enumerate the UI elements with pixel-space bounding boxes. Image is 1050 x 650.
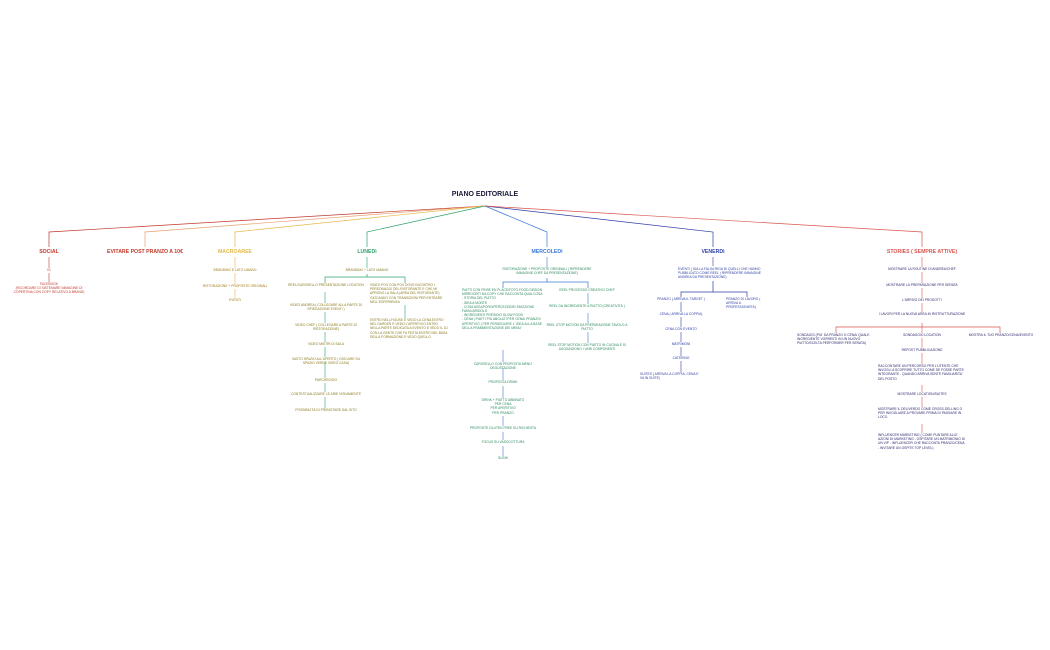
mercoledi-left-item-6[interactable]: SUSHI: [497, 456, 509, 460]
lunedi-left-item-1[interactable]: VIDEO ANDREA ( COLLEGARE ALLA PARTE DI S…: [289, 303, 363, 312]
venerdi-left-item-0[interactable]: PRANZO ( ARRIVA IL TARGET ): [657, 297, 705, 301]
stories-split-item-0[interactable]: SONDAGGI (PIU' DA PRANZO O CENA/ QUALE I…: [797, 333, 870, 346]
venerdi-left-item-4[interactable]: CATERING: [672, 356, 690, 360]
lunedi-left-item-3[interactable]: VIDEO MISTRI DI SALA: [308, 342, 344, 346]
stories-after-item-3[interactable]: MOSTRARE IL DELIVERDO COME CROSS-SELLING…: [878, 407, 963, 420]
macroaree-item-2[interactable]: EVENTI: [229, 298, 241, 302]
mercoledi-right-item-0[interactable]: REEL PROCESSO CREATIVO CHEF: [559, 288, 615, 292]
lunedi-left-item-5[interactable]: PARCHEGGIO: [314, 378, 338, 382]
mercoledi-left-item-3[interactable]: DRINK + PIATTO ABBINATO PER CENA PER APE…: [481, 398, 525, 415]
branch-connector: [367, 276, 406, 283]
social-item-ig[interactable]: IG: [47, 268, 51, 272]
branch-connector: [547, 281, 589, 288]
branch-venerdi[interactable]: VENERDì: [701, 249, 725, 255]
macroaree-item-1[interactable]: RISTORAZIONE + PROPOSTE ORIGINALI: [202, 284, 268, 288]
connector-lunedi: [366, 205, 486, 247]
mercoledi-left-item-0[interactable]: PIATTI CON FRISE EN PLACE/FOTO FOOD DESI…: [462, 288, 543, 330]
stories-chain-item-3[interactable]: I LAVORI PER LA NUOVA AREA IN RISTRUTTUR…: [878, 312, 966, 316]
branch-mercoledi[interactable]: MERCOLEDì: [531, 249, 563, 255]
venerdi-left-item-3[interactable]: MATRIMONI: [671, 342, 691, 346]
mercoledi-right-item-2[interactable]: REEL STOP MOTION DA PREPARAZIONE TAVOLO …: [546, 323, 628, 332]
stories-split-item-1[interactable]: SONDAGGIO LOCATION: [903, 333, 941, 337]
lunedi-left-item-0[interactable]: REEL/CAROSELLO PRESENTAZIONE LOCATION: [288, 283, 364, 287]
lunedi-right-item-0[interactable]: VIDEO POV CON POV DOVE INCONTRO I PERSON…: [370, 283, 443, 304]
map-title[interactable]: PIANO EDITORIALE: [451, 191, 519, 198]
stories-chain-item-2[interactable]: L'ARRIVO DEI PRODOTTI: [902, 298, 942, 302]
stories-split-item-2[interactable]: MOSTRA IL TUO PRANZO/CENA/EVENTO: [968, 333, 1034, 337]
venerdi-left-item-2[interactable]: CENA CON EVENTO: [665, 327, 697, 331]
mercoledi-left-item-5[interactable]: FOCUS SU VASOCOTTURA: [481, 440, 525, 444]
lunedi-left-item-6[interactable]: CONTESTUALIZZARE LE ARIE VISIVAMENTE: [290, 392, 362, 396]
branch-social[interactable]: SOCIAL: [39, 249, 59, 255]
connector-social: [48, 205, 486, 247]
connector-venerdi: [484, 205, 714, 247]
branch-evitare[interactable]: EVITARE POST PRANZO A 10€: [107, 249, 183, 255]
lunedi-head[interactable]: BRANDING + LATO UMANO: [345, 268, 389, 272]
branch-macroaree[interactable]: MACROAREE: [217, 249, 252, 255]
mercoledi-left-item-4[interactable]: PROPOSTE GLUTEN FREE SU RICHIESTA: [469, 426, 537, 430]
macroaree-item-0[interactable]: BRANDING E LATO UMANO: [213, 268, 257, 272]
lunedi-left-item-2[interactable]: VIDEO CHEF ( COLLEGARE A PARTE DI RISTOR…: [295, 323, 357, 332]
mercoledi-right-item-3[interactable]: REEL STOP MOTION CON PIATTO IN CUCINA E …: [548, 343, 626, 352]
connector-macroaree: [234, 205, 486, 247]
branch-connector: [324, 274, 368, 283]
branch-connector: [502, 278, 548, 288]
stories-after-item-0[interactable]: REPOST PUBBLICAZIONE: [901, 348, 943, 352]
venerdi-head[interactable]: EVENTI ( SULLA FALSA RIGA DI QUELLI CHE …: [678, 267, 761, 280]
branch-connector: [680, 281, 714, 297]
lunedi-right-item-1[interactable]: ENTRO NELL'HOUSE E VEDO LA CENA ENTRO NE…: [370, 318, 448, 339]
branch-lunedi[interactable]: LUNEDì: [357, 249, 377, 255]
stories-after-item-2[interactable]: MOSTRARE LOCATION/SUITES: [897, 392, 947, 396]
venerdi-right-item-0[interactable]: PRANZO DI LAVORO ( ARRIVA IL PROFESSIONI…: [726, 297, 761, 310]
mercoledi-left-item-1[interactable]: CAROSELLO CON PROPOSTA MENU' DEGUSTAZION…: [473, 362, 533, 371]
stories-chain-item-1[interactable]: MOSTRARE LA PREPARAZIONE PER SERATA: [886, 283, 958, 287]
mercoledi-right-item-1[interactable]: REEL DA INGREDIENTE A PIATTO (CREATIVITà…: [549, 304, 625, 308]
stories-after-item-1[interactable]: RACCONTARE UN PERCORSO PER L'UTENTE CHE …: [878, 364, 964, 381]
branch-connector: [713, 291, 748, 297]
venerdi-left-item-1[interactable]: CENA ( ARRIVA LA COPPIA): [659, 312, 703, 316]
stories-after-item-4[interactable]: INFLUENCER MARKETING ( COME PUNTARE ALLE…: [878, 433, 966, 450]
stories-chain-item-0[interactable]: MOSTRARE LA ROUTINE DI ANDREA/CHEF: [888, 267, 956, 271]
lunedi-left-item-4[interactable]: VASTO SPAZIO ALL'APERTO ( GIOCARE SU SPA…: [292, 357, 360, 366]
connector-mercoledi: [484, 205, 548, 247]
branch-connector: [835, 323, 923, 333]
lunedi-left-item-7[interactable]: POSSIBILITà DI PRENOTARE DAL SITO: [295, 408, 357, 412]
branch-connector: [922, 326, 1001, 333]
venerdi-left-item-5[interactable]: SUITES ( ARRIVA LA COPPIA, CENA E VA IN …: [640, 372, 699, 381]
social-item-facebook[interactable]: FACEBOOK (RICORDARE DI SISTEMARE IMMAGIN…: [13, 282, 85, 295]
connector-evitare: [144, 205, 486, 247]
mercoledi-head[interactable]: RISTORAZIONE + PROPOSTE ORIGINALI ( ripr…: [502, 267, 592, 276]
mercoledi-left-item-2[interactable]: PROPOSTA DRINK: [488, 380, 518, 384]
branch-stories[interactable]: STORIES ( SEMPRE ATTIVE): [886, 249, 958, 255]
connector-stories: [484, 205, 923, 247]
